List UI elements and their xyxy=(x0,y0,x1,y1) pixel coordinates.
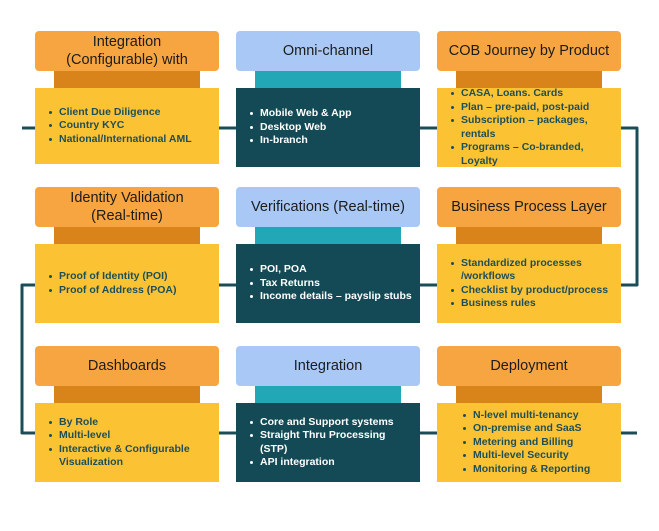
card-body: Proof of Identity (POI) Proof of Address… xyxy=(35,244,219,323)
card-connector-band xyxy=(54,386,200,403)
list-item: Core and Support systems xyxy=(250,416,414,430)
card-connector-band xyxy=(456,71,602,88)
card-body: Mobile Web & App Desktop Web In-branch xyxy=(236,88,420,167)
list-item: CASA, Loans. Cards xyxy=(451,87,615,101)
list-item: Business rules xyxy=(451,297,615,311)
card-connector-band xyxy=(255,227,401,244)
card-body: N-level multi-tenancy On-premise and Saa… xyxy=(437,403,621,482)
card-body: POI, POA Tax Returns Income details – pa… xyxy=(236,244,420,323)
list-item: Proof of Address (POA) xyxy=(49,284,176,298)
card-body: CASA, Loans. Cards Plan – pre-paid, post… xyxy=(437,87,621,168)
list-item: Subscription – packages, rentals xyxy=(451,114,615,141)
list-item: Programs – Co-branded, Loyalty xyxy=(451,141,615,168)
card-title: Integration xyxy=(236,346,420,386)
list-item: Tax Returns xyxy=(250,277,412,291)
list-item: Metering and Billing xyxy=(463,436,590,450)
card-title: Verifications (Real-time) xyxy=(236,187,420,227)
list-item: Monitoring & Reporting xyxy=(463,463,590,477)
list-item: Straight Thru Processing (STP) xyxy=(250,429,414,456)
card-title: Identity Validation(Real-time) xyxy=(35,187,219,227)
card-connector-band xyxy=(255,386,401,403)
card-title: Integration(Configurable) with xyxy=(35,31,219,71)
card-connector-band xyxy=(54,227,200,244)
card-connector-band xyxy=(255,71,401,88)
list-item: Desktop Web xyxy=(250,121,352,135)
card-title: COB Journey by Product xyxy=(437,31,621,71)
list-item: Multi-level xyxy=(49,429,213,443)
list-item: Checklist by product/process xyxy=(451,284,615,298)
list-item: Client Due Diligence xyxy=(49,106,192,120)
list-item: In-branch xyxy=(250,134,352,148)
list-item: Standardized processes /workflows xyxy=(451,257,615,284)
list-item: Interactive & Configurable Visualization xyxy=(49,443,213,470)
list-item: Proof of Identity (POI) xyxy=(49,270,176,284)
list-item: National/International AML xyxy=(49,133,192,147)
list-item: Multi-level Security xyxy=(463,449,590,463)
list-item: Mobile Web & App xyxy=(250,107,352,121)
card-body: By Role Multi-level Interactive & Config… xyxy=(35,403,219,482)
card-connector-band xyxy=(456,386,602,403)
list-item: API integration xyxy=(250,456,414,470)
list-item: Country KYC xyxy=(49,119,192,133)
list-item: Plan – pre-paid, post-paid xyxy=(451,101,615,115)
list-item: N-level multi-tenancy xyxy=(463,409,590,423)
card-connector-band xyxy=(456,227,602,244)
card-title: Dashboards xyxy=(35,346,219,386)
list-item: Income details – payslip stubs xyxy=(250,290,412,304)
card-connector-band xyxy=(54,71,200,88)
card-title: Business Process Layer xyxy=(437,187,621,227)
card-body: Standardized processes /workflows Checkl… xyxy=(437,244,621,323)
card-body: Core and Support systems Straight Thru P… xyxy=(236,403,420,482)
list-item: By Role xyxy=(49,416,213,430)
card-title: Omni-channel xyxy=(236,31,420,71)
card-body: Client Due Diligence Country KYC Nationa… xyxy=(35,88,219,164)
card-title: Deployment xyxy=(437,346,621,386)
list-item: On-premise and SaaS xyxy=(463,422,590,436)
list-item: POI, POA xyxy=(250,263,412,277)
